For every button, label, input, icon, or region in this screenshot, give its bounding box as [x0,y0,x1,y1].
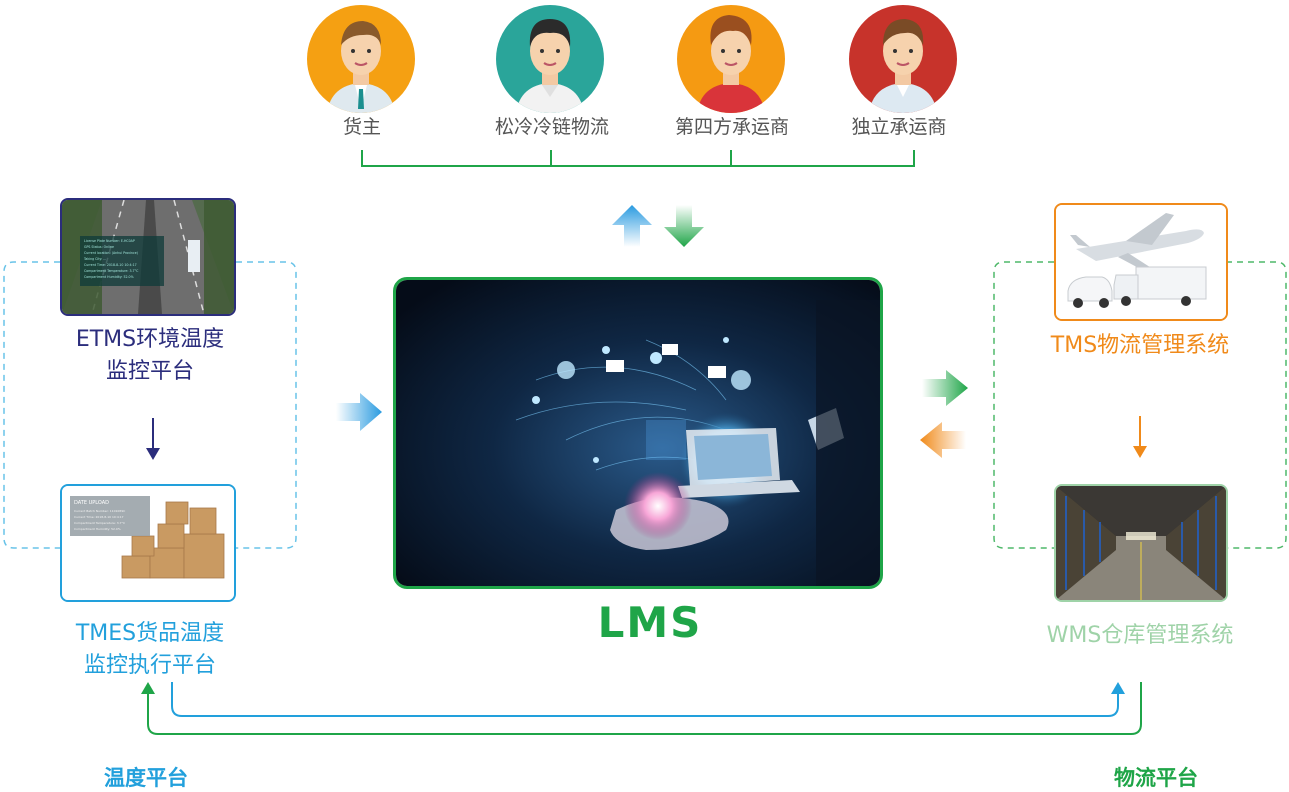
lms-title: LMS [597,598,703,647]
etms-overlay-line: Current Time: 2018-8-10 10:4:17 [84,263,137,267]
left-to-center-arrow-icon [336,393,382,431]
bottom-loop-connectors [141,682,1142,735]
persona-label-songleng: 松冷冷链物流 [494,116,609,138]
tms-to-wms-arrow-icon [1133,416,1147,458]
tmes-overlay-line: Current Batch Number: 1101089C [74,509,125,513]
right-to-center-arrow-icon [920,422,966,458]
logistics-platform-label: 物流平台 [1114,766,1198,790]
etms-to-tmes-arrow-icon [146,418,160,460]
persona-label-fourth-party: 第四方承运商 [674,116,789,138]
etms-image: License Plate Number: E-HC0AP GPS Status… [60,198,236,316]
center-to-right-arrow-icon [922,370,968,406]
left-dashed-frame [3,261,297,549]
persona-avatar-fourth-party [677,5,785,113]
tms-image [1054,203,1228,321]
etms-overlay-line: Compartment Humidity: 52.0% [84,275,134,279]
etms-overlay-line: Current location: (Anhui Province) [84,251,138,255]
persona-label-shipper: 货主 [342,116,381,138]
persona-avatar-independent [849,5,957,113]
tms-label: TMS物流管理系统 [1050,333,1230,358]
tmes-overlay-line: Compartment Temperature: 3.7°C [74,521,125,525]
etms-overlay-line: GPS Status: Online [84,245,114,249]
persona-avatar-shipper [307,5,415,113]
lms-image [393,277,883,589]
etms-overlay-line: Taking City: ... [83,257,106,261]
up-arrow-icon [612,205,652,247]
tmes-overlay-line: Compartment Humidity: 52.0% [74,527,121,531]
tmes-overlay-line: Current Time: 2018-8-10 10:4:17 [74,515,124,519]
right-dashed-frame [993,261,1287,549]
etms-overlay-line: License Plate Number: E-HC0AP [84,239,135,243]
tmes-image: DATE UPLOAD Current Batch Number: 110108… [60,484,236,602]
persona-avatar-songleng [496,5,604,113]
wms-label: WMS仓库管理系统 [1046,623,1234,648]
tmes-overlay-title: DATE UPLOAD [74,500,109,506]
wms-image [1054,484,1228,602]
temperature-platform-label: 温度平台 [104,766,188,790]
down-arrow-icon [664,205,704,247]
persona-label-independent: 独立承运商 [851,116,947,138]
etms-label: ETMS环境温度 监控平台 [75,327,225,384]
persona-bracket-connector [361,150,915,167]
etms-overlay-line: Compartment Temperature: 3.7°C [84,269,139,273]
tmes-label: TMES货品温度 监控执行平台 [75,621,225,678]
